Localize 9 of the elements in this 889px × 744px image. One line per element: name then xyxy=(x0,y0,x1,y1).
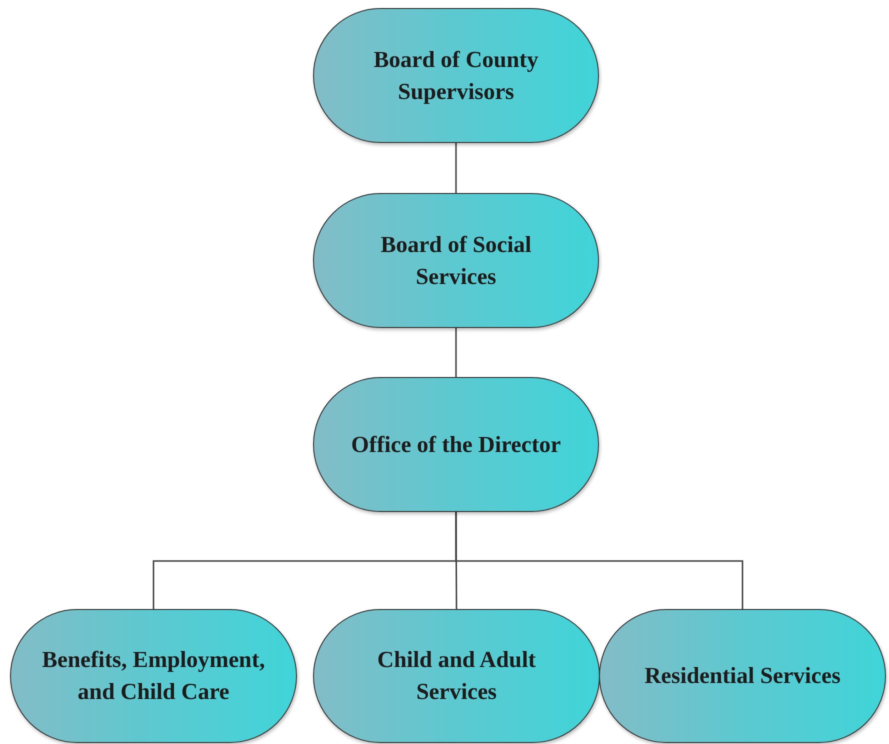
node-label: Board of Social Services xyxy=(380,230,532,290)
connector-line xyxy=(455,512,744,609)
node-label: Benefits, Employment, and Child Care xyxy=(41,646,266,706)
node-label: Residential Services xyxy=(643,662,842,690)
connector-line xyxy=(455,143,457,193)
node-label: Office of the Director xyxy=(350,430,562,458)
node-label: Board of County Supervisors xyxy=(372,46,540,106)
connector-line xyxy=(455,328,457,377)
node-label: Child and Adult Services xyxy=(376,646,537,706)
